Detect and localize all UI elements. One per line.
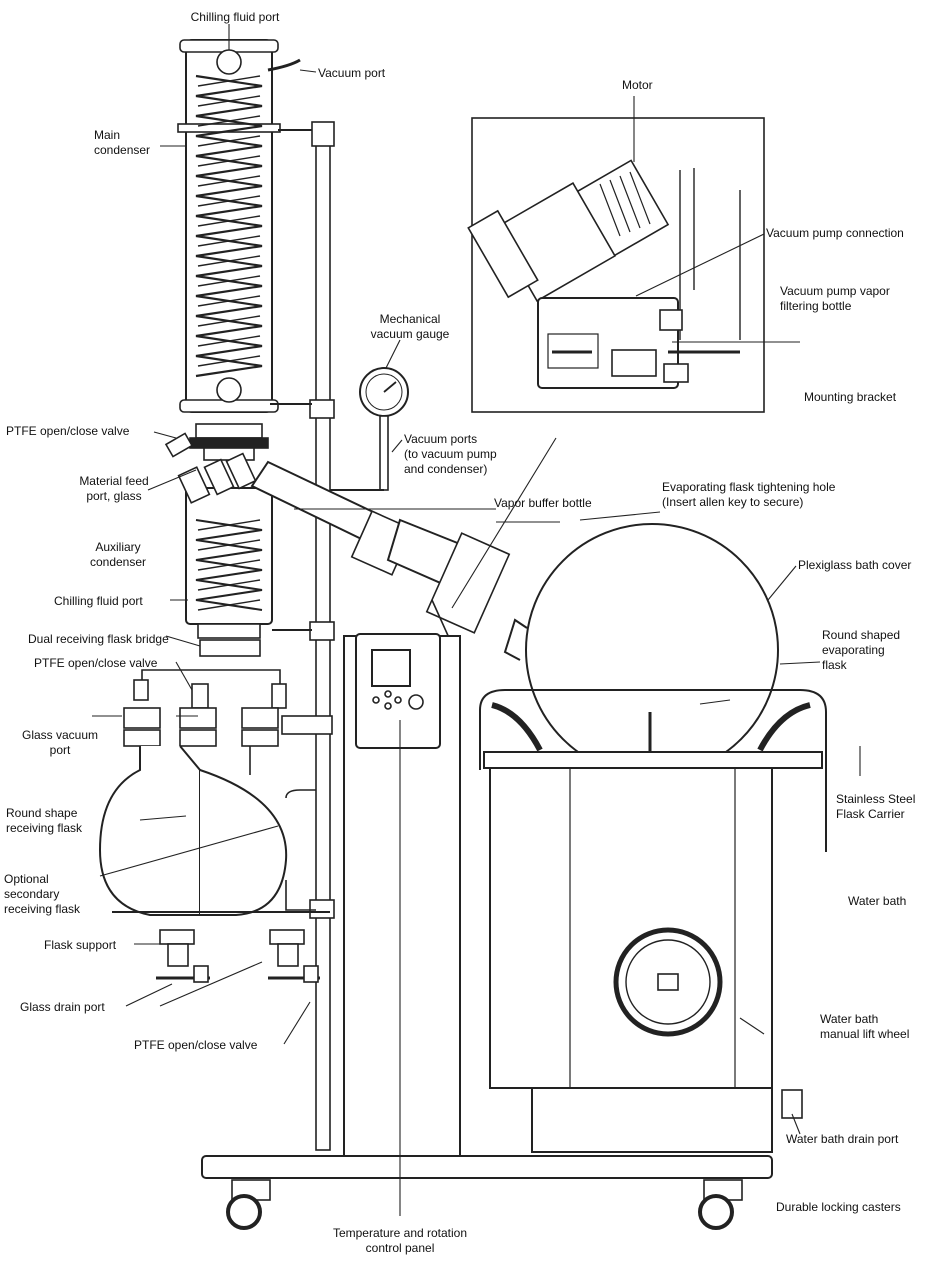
label-ptfe-valve-middle: PTFE open/close valve [34, 656, 158, 670]
label-lift-wheel: Water bath manual lift wheel [820, 1012, 910, 1041]
label-glass-vacuum-port: Glass vacuum port [21, 728, 99, 757]
label-dual-receiving-bridge: Dual receiving flask bridge [28, 632, 169, 646]
receiving-flasks [98, 745, 330, 916]
label-vapor-filtering-bottle: Vacuum pump vapor filtering bottle [780, 284, 890, 313]
label-tightening-hole: Evaporating flask tightening hole (Inser… [662, 480, 836, 509]
water-bath [483, 751, 823, 1153]
label-mounting-bracket: Mounting bracket [804, 390, 897, 404]
label-mechanical-vacuum-gauge: Mechanical vacuum gauge [370, 312, 450, 341]
label-vacuum-ports: Vacuum ports (to vacuum pump and condens… [404, 432, 497, 476]
condenser-coil [195, 74, 263, 378]
label-auxiliary-condenser: Auxiliary condenser [89, 540, 147, 569]
vapor-duct [250, 460, 511, 641]
label-motor: Motor [622, 78, 653, 92]
control-tower [343, 633, 461, 1157]
label-stainless-carrier: Stainless Steel Flask Carrier [836, 792, 916, 821]
label-evaporating-flask: Round shaped evaporating flask [822, 628, 901, 672]
main-condenser [177, 39, 312, 413]
label-bath-drain-port: Water bath drain port [786, 1132, 899, 1146]
label-vacuum-pump-connection: Vacuum pump connection [766, 226, 904, 240]
base-platform [201, 1155, 773, 1230]
label-ptfe-valve-upper: PTFE open/close valve [6, 424, 130, 438]
support-column [309, 121, 335, 1151]
label-round-receiving-flask: Round shape receiving flask [6, 806, 83, 835]
condenser-coil-outer [197, 75, 261, 367]
label-main-condenser: Main condenser [94, 128, 151, 157]
label-material-feed-port: Material feed port, glass [79, 474, 149, 503]
evaporating-flask [503, 523, 779, 777]
label-vacuum-port: Vacuum port [318, 66, 386, 80]
label-ptfe-valve-lower: PTFE open/close valve [134, 1038, 258, 1052]
label-control-panel: Temperature and rotation control panel [332, 1226, 468, 1255]
label-flask-support: Flask support [44, 938, 117, 952]
vacuum-gauge [330, 367, 409, 491]
label-vapor-buffer-bottle: Vapor buffer bottle [494, 496, 592, 510]
label-plexiglass-cover: Plexiglass bath cover [798, 558, 912, 572]
leader-lines [92, 24, 861, 1216]
receiving-bridge [123, 639, 333, 747]
label-chilling-fluid-port-top: Chilling fluid port [190, 10, 280, 24]
motor-detail-inset [467, 117, 765, 413]
label-optional-secondary-flask: Optional secondary receiving flask [4, 872, 81, 916]
label-chilling-fluid-port-side: Chilling fluid port [54, 594, 143, 608]
label-water-bath: Water bath [848, 894, 907, 908]
ptfe-valve-stack [164, 423, 269, 461]
label-locking-casters: Durable locking casters [776, 1200, 901, 1214]
auxiliary-condenser [177, 452, 312, 639]
label-glass-drain-port: Glass drain port [20, 1000, 105, 1014]
drain-valves [156, 929, 320, 983]
